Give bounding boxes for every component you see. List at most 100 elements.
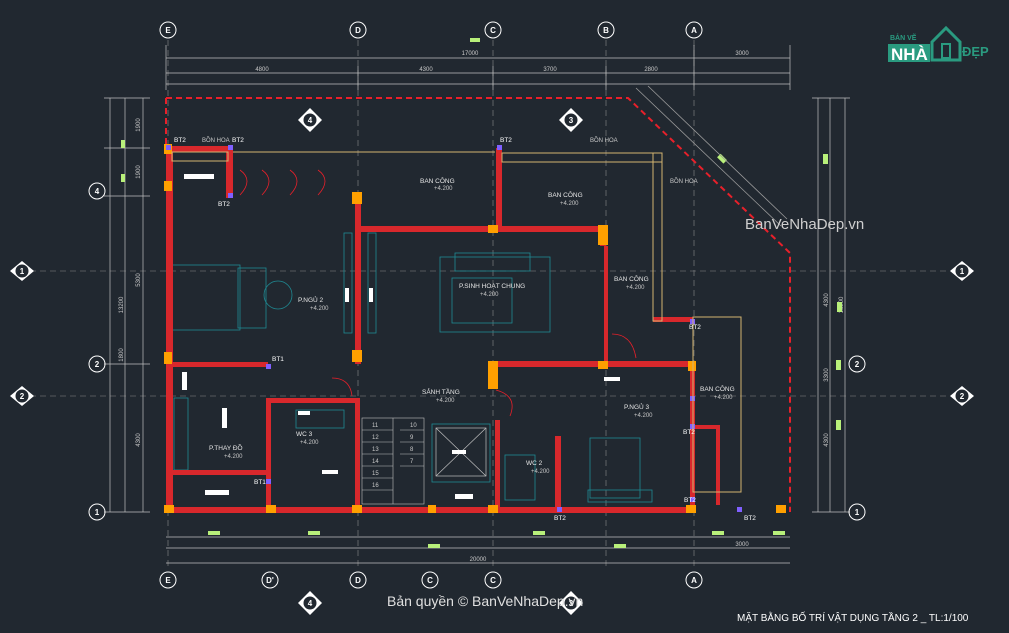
roof-outline (165, 97, 791, 512)
grid-right-2: 2 (855, 360, 860, 369)
dim-top-seg-3: 3700 (543, 67, 557, 73)
dim-left-4: 1800 (119, 348, 125, 362)
grid-bubbles-left: 4 2 1 (88, 182, 106, 521)
section-mark-right-2: 2 (950, 386, 974, 406)
bt-tag: BT2 (500, 137, 512, 144)
planters (171, 151, 742, 493)
grid-bottom-c2: C (490, 576, 496, 585)
logo-top-text: BẢN VẼ (890, 33, 917, 42)
room-label-ban-cong-2: BAN CÔNG (548, 190, 583, 199)
section-mark-left-1: 1 (10, 261, 34, 281)
grid-left-2: 2 (95, 360, 100, 369)
stair-number: 7 (410, 459, 414, 465)
dim-bottom-total: 20000 (470, 557, 487, 563)
stair-number: 16 (372, 483, 379, 489)
room-label-ban-cong-4: BAN CÔNG (700, 384, 735, 393)
planter-label: BỒN HOA (670, 178, 698, 185)
stair-number: 8 (410, 447, 414, 453)
room-labels: BAN CÔNG +4.200 BAN CÔNG +4.200 BAN CÔNG… (209, 176, 735, 475)
bt-tag: BT1 (272, 356, 284, 363)
section-bottom-4-label: 4 (308, 599, 313, 608)
section-mark-top-3: 3 (559, 108, 583, 132)
level-tag: +4.200 (300, 440, 319, 446)
section-mark-right-1: 1 (950, 261, 974, 281)
level-tag: +4.200 (436, 398, 455, 404)
stair-number: 9 (410, 435, 414, 441)
bt-tag: BT2 (683, 429, 695, 436)
grid-bubbles-right: 2 1 (848, 355, 866, 521)
grid-left-1: 1 (95, 508, 100, 517)
dimension-lines (104, 45, 850, 564)
room-label-sinh-hoat: P.SINH HOẠT CHUNG (459, 283, 525, 290)
dim-left-1: 1900 (136, 118, 142, 132)
drawing-title: MẶT BẰNG BỐ TRÍ VẬT DỤNG TẦNG 2 _ TL:1/1… (737, 610, 969, 624)
planter-diagonal (635, 85, 788, 227)
dim-bottom-side: 3000 (735, 542, 749, 548)
section-marks: 1 2 1 2 4 3 4 (10, 108, 974, 615)
grid-top-b: B (603, 26, 609, 35)
stair-number: 10 (410, 423, 417, 429)
section-mark-bottom-4: 4 (298, 591, 322, 615)
fixtures (182, 174, 620, 499)
doors (239, 169, 637, 417)
dim-left-total: 13200 (119, 296, 125, 313)
dim-top-seg-1: 4800 (255, 67, 269, 73)
section-left-1-label: 1 (20, 267, 25, 276)
bt-tag: BT1 (254, 479, 266, 486)
dim-left-5: 4300 (136, 433, 142, 447)
section-top-3-label: 3 (569, 116, 574, 125)
stair-number: 13 (372, 447, 379, 453)
level-tag: +4.200 (626, 285, 645, 291)
bt-tag: BT2 (554, 515, 566, 522)
grid-bottom-d: D (355, 576, 361, 585)
bt-tag: BT2 (232, 137, 244, 144)
level-tag: +4.200 (634, 413, 653, 419)
dim-top-seg-4: 2800 (644, 67, 658, 73)
bt-tag: BT2 (744, 515, 756, 522)
level-tag: +4.200 (560, 201, 579, 207)
watermark-center: BanVeNhaDep.vn (745, 216, 864, 233)
room-label-ngu-2: P.NGỦ 2 (298, 295, 324, 304)
grid-bubbles-top: E D C B A (159, 21, 703, 39)
level-tag: +4.200 (434, 186, 453, 192)
logo-side-text: ĐẸP (962, 44, 989, 59)
level-tag: +4.200 (310, 306, 329, 312)
dim-left-3: 5300 (136, 273, 142, 287)
dimension-markers (121, 38, 842, 548)
bt-markers (166, 145, 742, 512)
grid-right-1: 1 (855, 508, 860, 517)
stair-number: 11 (372, 423, 379, 429)
section-right-2-label: 2 (960, 392, 965, 401)
stair-number: 14 (372, 459, 379, 465)
planter-labels: BỒN HOA BỒN HOA BỒN HOA (202, 137, 698, 185)
level-tag: +4.200 (224, 454, 243, 460)
logo-main-text: NHÀ (891, 45, 928, 64)
dim-right-3: 4300 (824, 433, 830, 447)
section-bottom-3-label: 3 (569, 599, 574, 608)
stair-number: 12 (372, 435, 379, 441)
dimension-texts: 17000 3000 4800 4300 3700 2800 20000 300… (119, 51, 845, 563)
bt-tag: BT2 (218, 201, 230, 208)
room-label-ban-cong-1: BAN CÔNG (420, 176, 455, 185)
room-label-wc-2: WC 2 (526, 460, 543, 467)
bt-tags: BT2 BT2 BT2 BT2 BT2 BT2 BT1 BT1 BT2 BT2 … (174, 137, 756, 522)
walls (166, 146, 720, 513)
furniture (171, 232, 653, 503)
section-left-2-label: 2 (20, 392, 25, 401)
grid-bottom-c1: C (427, 576, 433, 585)
section-mark-left-2: 2 (10, 386, 34, 406)
grid-top-c: C (490, 26, 496, 35)
bt-tag: BT2 (689, 324, 701, 331)
planter-label: BỒN HOA (590, 137, 618, 144)
section-top-4-label: 4 (308, 116, 313, 125)
level-tag: +4.200 (531, 469, 550, 475)
room-label-ngu-3: P.NGỦ 3 (624, 402, 650, 411)
stair-number: 15 (372, 471, 379, 477)
dim-right-1: 4300 (824, 293, 830, 307)
dim-top-seg-2: 4300 (419, 67, 433, 73)
planter-label: BỒN HOA (202, 137, 230, 144)
bt-tag: BT2 (174, 137, 186, 144)
level-tag: +4.200 (714, 395, 733, 401)
room-label-sanh-tang: SẢNH TẦNG (422, 386, 460, 396)
